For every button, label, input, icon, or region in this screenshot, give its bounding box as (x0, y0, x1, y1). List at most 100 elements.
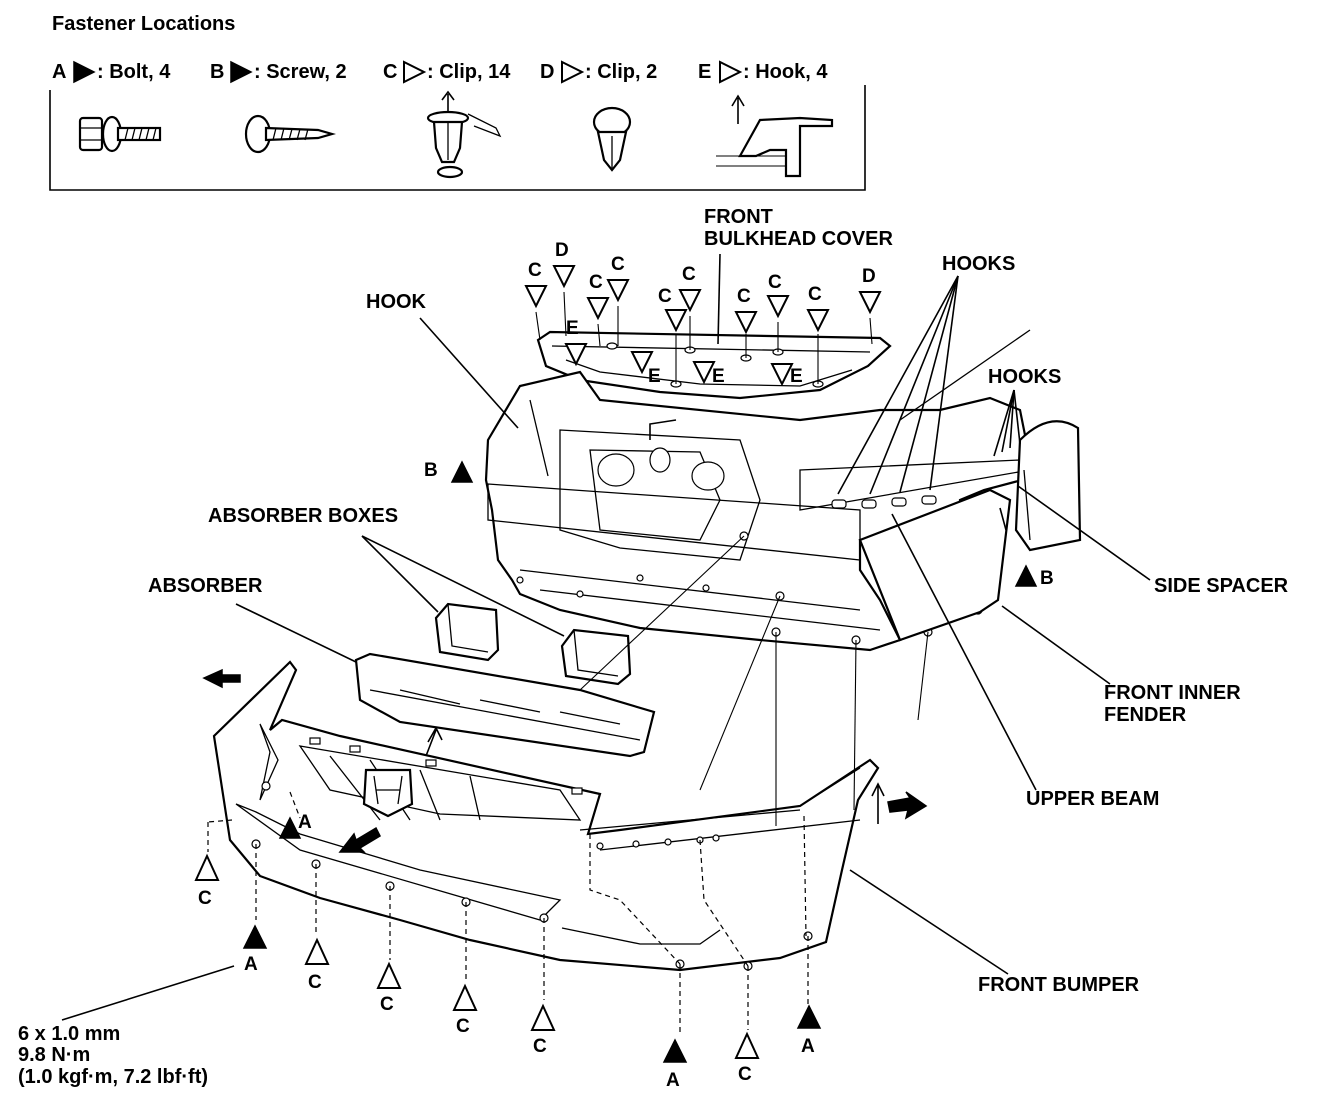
svg-text:C: C (808, 284, 822, 305)
legend-frame (49, 85, 866, 191)
svg-text:C: C (198, 888, 212, 909)
marker-e: E (692, 361, 725, 387)
marker-c: C (766, 272, 790, 319)
marker-c: C (524, 260, 548, 309)
marker-d: D (858, 266, 882, 315)
clip-icon (592, 106, 632, 172)
svg-text:A: A (801, 1036, 815, 1057)
label-front-bulkhead-cover-line2: BULKHEAD COVER (704, 228, 893, 250)
marker-a: A (662, 1038, 688, 1091)
marker-b: B (1014, 564, 1054, 589)
label-side-spacer: SIDE SPACER (1154, 575, 1289, 597)
torque-spec-size: 6 x 1.0 mm (18, 1023, 120, 1045)
marker-a: A (796, 1004, 822, 1057)
marker-e: E (630, 351, 661, 387)
legend-desc-d: : Clip, 2 (585, 61, 657, 83)
filled-triangle-icon (73, 60, 96, 84)
marker-c: C (658, 286, 688, 333)
marker-b: B (424, 460, 474, 483)
legend-letter-e: E (698, 61, 711, 83)
label-absorber-boxes: ABSORBER BOXES (208, 505, 398, 527)
legend-desc-c: : Clip, 14 (427, 61, 511, 83)
bolt-icon (78, 115, 162, 153)
marker-c: C (734, 1031, 760, 1085)
marker-e: E (770, 363, 803, 387)
push-clip-icon (426, 90, 502, 179)
open-triangle-icon (719, 60, 743, 84)
label-upper-beam: UPPER BEAM (1026, 788, 1159, 810)
marker-c: C (734, 286, 758, 335)
svg-text:E: E (566, 318, 579, 339)
legend-desc-e: : Hook, 4 (743, 61, 828, 83)
label-hooks-upper: HOOKS (942, 253, 1015, 275)
arrow-up-icon (871, 782, 885, 824)
svg-text:E: E (790, 366, 803, 387)
label-front-bulkhead-cover-line1: FRONT (704, 206, 773, 228)
filled-triangle-icon (230, 60, 253, 84)
torque-spec-kgf: (1.0 kgf·m, 7.2 lbf·ft) (18, 1066, 208, 1088)
svg-text:C: C (589, 272, 603, 293)
legend-desc-b: : Screw, 2 (254, 61, 347, 83)
alignment-lines (207, 291, 929, 1034)
svg-text:C: C (308, 972, 322, 993)
svg-text:B: B (424, 460, 438, 481)
legend-letter-d: D (540, 61, 554, 83)
absorber (354, 652, 656, 758)
arrow-left-icon (202, 668, 241, 689)
marker-a: A (278, 812, 312, 839)
svg-text:C: C (380, 994, 394, 1015)
label-absorber: ABSORBER (148, 575, 263, 597)
svg-text:C: C (768, 272, 782, 293)
bulkhead-frame (484, 329, 1032, 652)
svg-text:C: C (528, 260, 542, 281)
svg-text:D: D (555, 240, 569, 261)
svg-text:A: A (298, 812, 312, 833)
marker-c: C (376, 961, 402, 1015)
svg-text:C: C (737, 286, 751, 307)
fastener-markers: C D C C C C C C C D E E E E B B A A A A … (194, 240, 1054, 1091)
honda-emblem-icon (362, 768, 414, 818)
torque-spec-nm: 9.8 N·m (18, 1044, 90, 1066)
marker-c: C (452, 983, 478, 1037)
marker-a: A (242, 924, 268, 975)
svg-text:E: E (648, 366, 661, 387)
arrow-right-icon (887, 791, 928, 820)
svg-text:C: C (658, 286, 672, 307)
fastener-legend: Fastener Locations A : Bolt, 4 B : Screw… (49, 13, 866, 191)
marker-c: C (806, 284, 830, 333)
svg-text:C: C (738, 1064, 752, 1085)
callout-leaders (61, 253, 1151, 1021)
label-front-bumper: FRONT BUMPER (978, 974, 1140, 996)
arrow-up-icon (425, 726, 443, 757)
legend-letter-c: C (383, 61, 397, 83)
screw-icon (244, 114, 337, 154)
marker-c: C (586, 272, 610, 321)
hook-icon (716, 94, 834, 178)
svg-text:E: E (712, 366, 725, 387)
open-triangle-icon (561, 60, 585, 84)
marker-e: E (564, 318, 588, 367)
svg-text:C: C (682, 264, 696, 285)
marker-c: C (678, 264, 702, 313)
marker-c: C (194, 853, 220, 909)
removal-direction-arrows (202, 419, 1007, 853)
legend-letter-a: A (52, 61, 66, 83)
marker-c: C (606, 254, 630, 303)
marker-d: D (552, 240, 576, 289)
label-front-inner-fender-line2: FENDER (1104, 704, 1187, 726)
label-hook: HOOK (366, 291, 427, 313)
legend-desc-a: : Bolt, 4 (97, 61, 171, 83)
open-triangle-icon (403, 60, 427, 84)
legend-letter-b: B (210, 61, 224, 83)
svg-text:B: B (1040, 568, 1054, 589)
legend-title: Fastener Locations (52, 13, 235, 35)
svg-text:C: C (611, 254, 625, 275)
marker-c: C (530, 1003, 556, 1057)
svg-text:A: A (244, 954, 258, 975)
svg-text:C: C (533, 1036, 547, 1057)
arrow-forward-icon (338, 826, 381, 853)
component-labels: FRONT BULKHEAD COVER HOOK HOOKS HOOKS AB… (18, 206, 1289, 1088)
svg-text:A: A (666, 1070, 680, 1091)
svg-text:C: C (456, 1016, 470, 1037)
